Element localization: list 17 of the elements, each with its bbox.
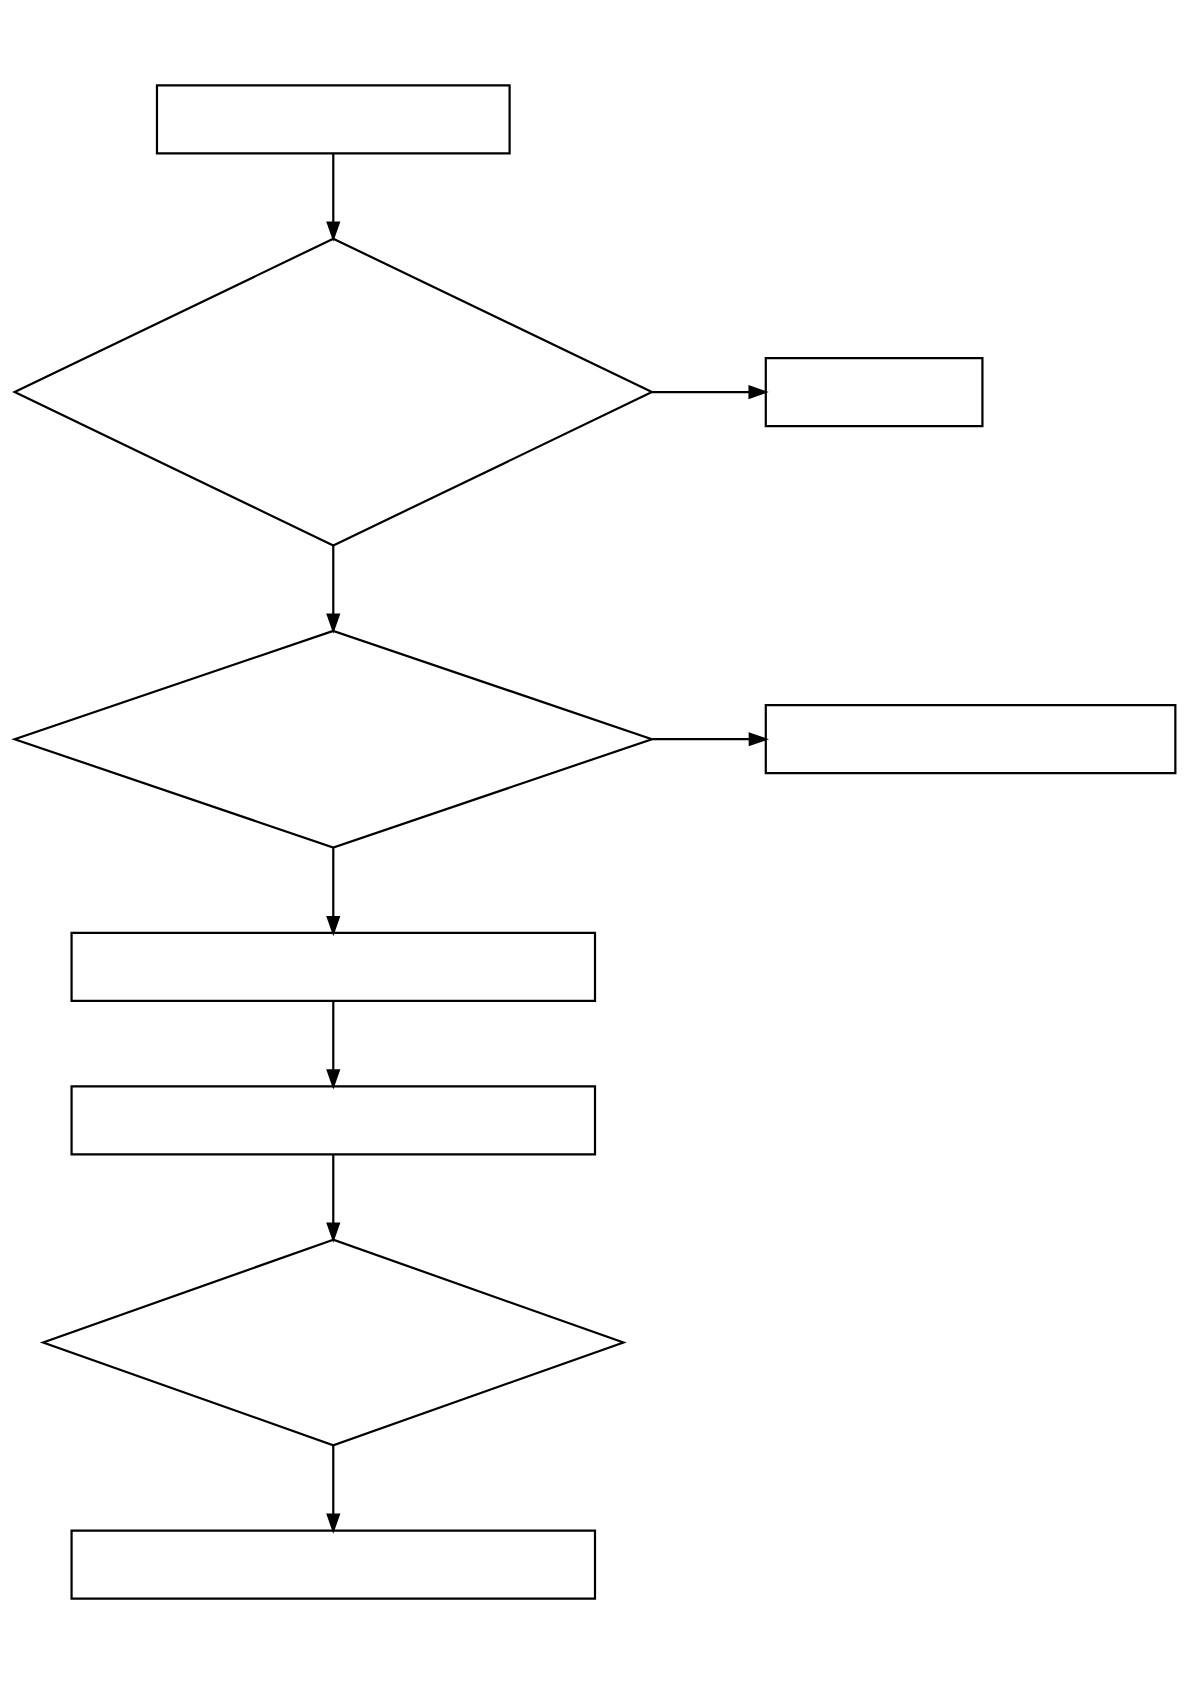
arrow — [326, 545, 341, 634]
arrow — [652, 385, 769, 400]
node-diamond — [11, 629, 656, 849]
node-box — [70, 1085, 597, 1156]
node-diamond — [12, 237, 655, 547]
arrow — [326, 1001, 341, 1090]
node-diamond — [39, 1238, 627, 1447]
node-box — [70, 931, 597, 1003]
arrow — [326, 153, 341, 242]
arrow — [326, 847, 341, 937]
node-box — [764, 357, 984, 428]
arrow — [652, 732, 769, 747]
arrow — [326, 1154, 341, 1243]
arrow — [326, 1445, 341, 1534]
node-box — [70, 1529, 597, 1600]
node-box — [155, 84, 511, 155]
node-box — [764, 704, 1177, 775]
